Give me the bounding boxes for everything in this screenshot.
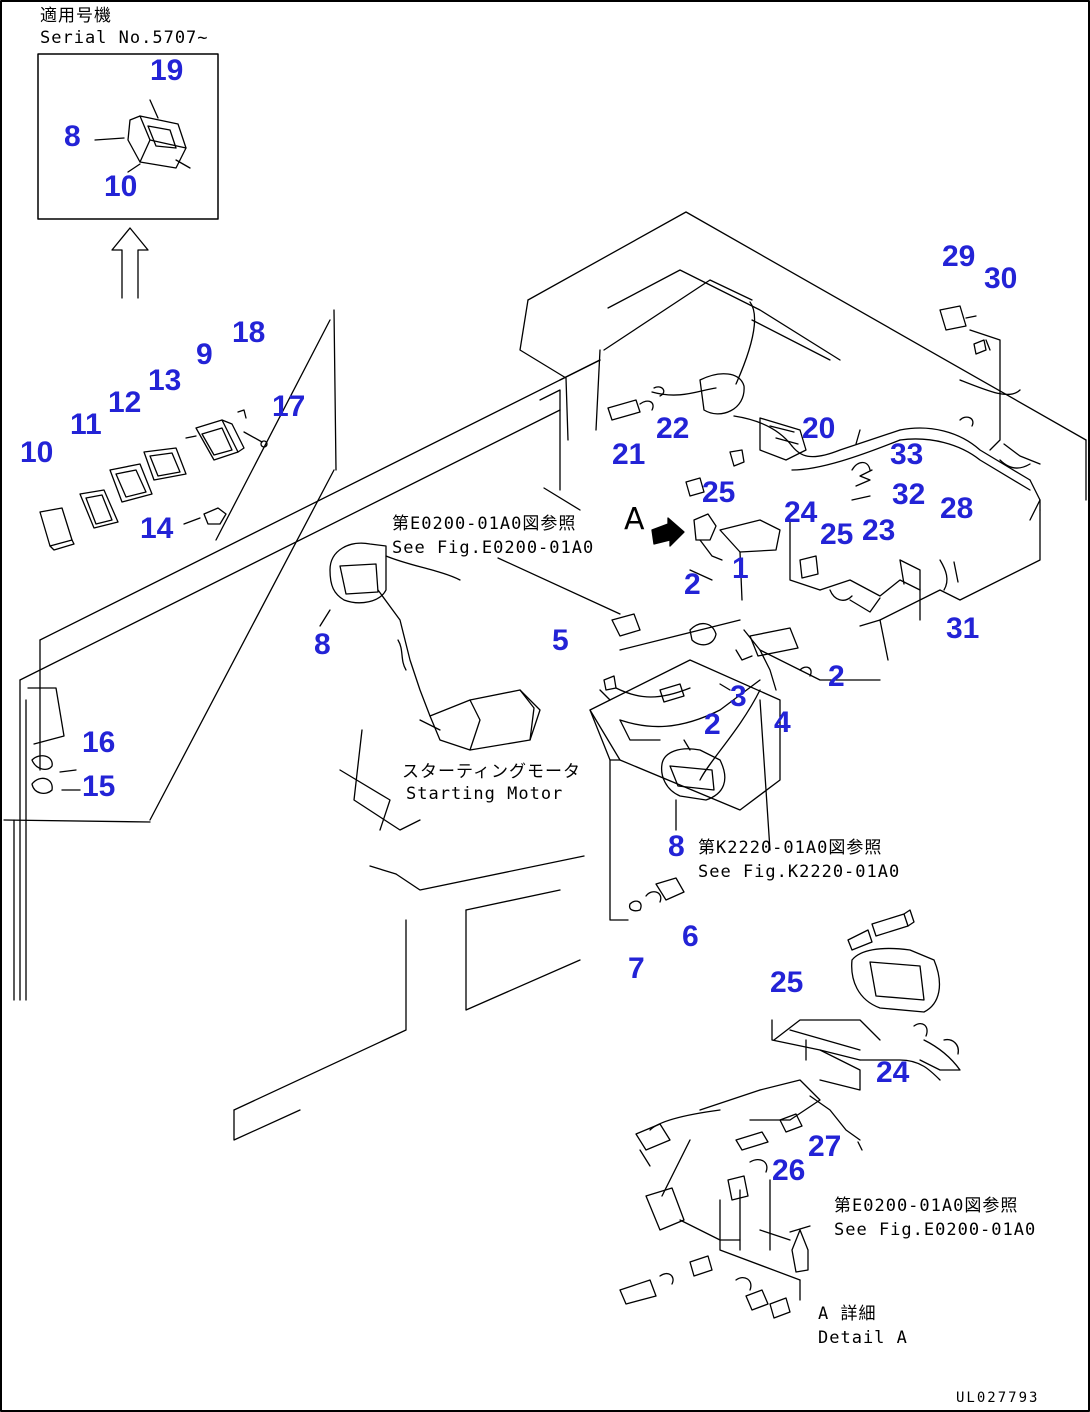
callout-15: 15 xyxy=(82,770,116,803)
callout-2-c: 2 xyxy=(704,708,721,741)
drawing-code: UL027793 xyxy=(956,1390,1040,1406)
callout-1: 1 xyxy=(732,552,749,585)
applicable-serial-label-jp: 適用号機 xyxy=(40,6,112,26)
callout-12: 12 xyxy=(108,386,142,419)
callout-19-inset: 19 xyxy=(150,54,184,87)
starting-motor-label-jp: スターティングモータ xyxy=(402,762,581,782)
callout-28: 28 xyxy=(940,492,974,525)
callout-25-b: 25 xyxy=(820,518,854,551)
callout-10: 10 xyxy=(20,436,54,469)
callout-18: 18 xyxy=(232,316,266,349)
callout-24-a: 24 xyxy=(784,496,818,529)
callout-31: 31 xyxy=(946,612,980,645)
callout-23: 23 xyxy=(862,514,896,547)
callout-25-c: 25 xyxy=(770,966,804,999)
callout-25-a: 25 xyxy=(702,476,736,509)
view-marker-a: A xyxy=(624,502,645,537)
callout-5: 5 xyxy=(552,624,569,657)
starting-motor-label: Starting Motor xyxy=(406,784,564,804)
callout-6: 6 xyxy=(682,920,699,953)
callout-7: 7 xyxy=(628,952,645,985)
ref-note-e0200-bottom: See Fig.E0200-01A0 xyxy=(834,1220,1037,1240)
callout-24-b: 24 xyxy=(876,1056,910,1089)
ref-note-k2220: See Fig.K2220-01A0 xyxy=(698,862,901,882)
ref-note-e0200-bottom-jp: 第E0200-01A0図参照 xyxy=(834,1196,1019,1216)
detail-a-label: Detail A xyxy=(818,1328,908,1348)
callout-11: 11 xyxy=(70,408,102,441)
callout-2-b: 2 xyxy=(828,660,845,693)
callout-21: 21 xyxy=(612,438,646,471)
applicable-serial-label: Serial No.5707~ xyxy=(40,28,209,48)
callout-27: 27 xyxy=(808,1130,842,1163)
callout-30: 30 xyxy=(984,262,1018,295)
callout-33: 33 xyxy=(890,438,924,471)
ref-note-e0200-top: See Fig.E0200-01A0 xyxy=(392,538,595,558)
callout-20: 20 xyxy=(802,412,836,445)
callout-32: 32 xyxy=(892,478,926,511)
detail-a-label-jp: A 詳細 xyxy=(818,1304,877,1324)
callout-2-a: 2 xyxy=(684,568,701,601)
callout-26: 26 xyxy=(772,1154,806,1187)
callout-17: 17 xyxy=(272,390,306,423)
callout-16: 16 xyxy=(82,726,116,759)
ref-note-k2220-jp: 第K2220-01A0図参照 xyxy=(698,838,883,858)
callout-14: 14 xyxy=(140,512,174,545)
callout-9: 9 xyxy=(196,338,213,371)
callout-13: 13 xyxy=(148,364,182,397)
callout-8-inset: 8 xyxy=(64,120,81,153)
callout-3: 3 xyxy=(730,680,747,713)
callout-22: 22 xyxy=(656,412,690,445)
callout-8-left: 8 xyxy=(314,628,331,661)
callout-10-inset: 10 xyxy=(104,170,138,203)
callout-29: 29 xyxy=(942,240,976,273)
callout-8-center: 8 xyxy=(668,830,685,863)
ref-note-e0200-top-jp: 第E0200-01A0図参照 xyxy=(392,514,577,534)
callout-4: 4 xyxy=(774,706,791,739)
